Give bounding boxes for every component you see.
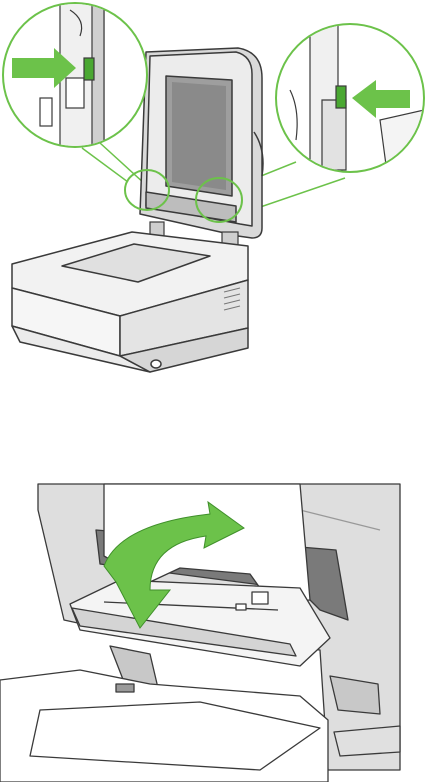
scanner-base (12, 232, 248, 372)
scanner-glass-base (0, 670, 328, 782)
latch-marker-left (84, 58, 94, 80)
panel-lid-open (0, 0, 429, 420)
document-cover-illustration (0, 470, 429, 782)
panel-cover-down (0, 470, 429, 782)
latch-marker-right (336, 86, 346, 108)
scanner-illustration (0, 0, 429, 420)
left-inset-callout (3, 0, 147, 150)
scanner-lid (140, 48, 263, 238)
right-inset-callout (276, 20, 424, 180)
